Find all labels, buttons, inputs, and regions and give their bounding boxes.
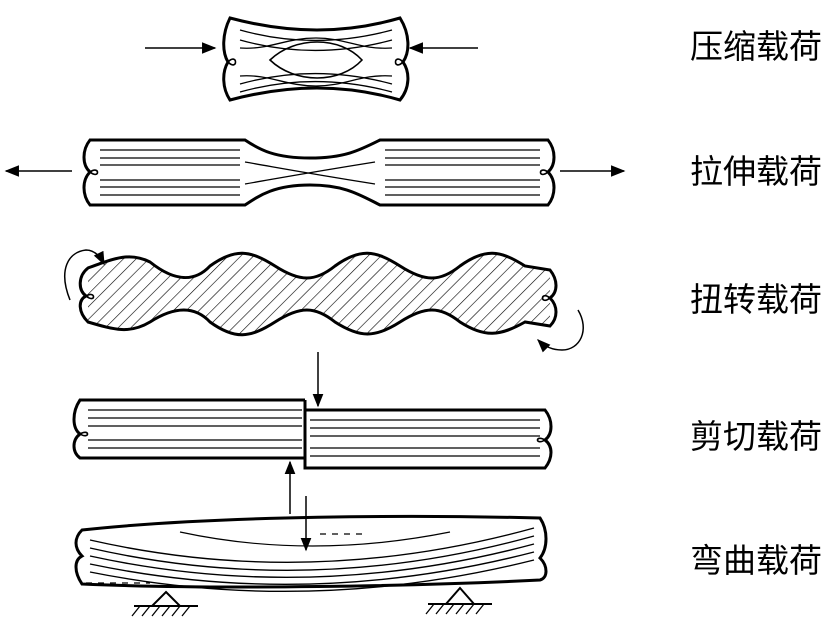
bending-support-right bbox=[425, 586, 492, 615]
torsion-specimen bbox=[78, 251, 558, 337]
tension-specimen bbox=[82, 138, 556, 207]
label-shear-load: 剪切载荷 bbox=[690, 417, 822, 456]
label-bending-load: 弯曲载荷 bbox=[690, 541, 822, 580]
shear-specimen bbox=[72, 398, 553, 470]
torsion-arrow-left bbox=[64, 249, 105, 301]
bending-specimen bbox=[74, 514, 548, 593]
bending-support-left bbox=[131, 590, 198, 617]
torsion-arrow-right bbox=[537, 309, 584, 353]
label-compression-load: 压缩载荷 bbox=[690, 27, 822, 66]
compression-specimen bbox=[222, 16, 410, 102]
label-torsion-load: 扭转载荷 bbox=[690, 280, 822, 319]
label-tension-load: 拉伸载荷 bbox=[690, 152, 822, 191]
